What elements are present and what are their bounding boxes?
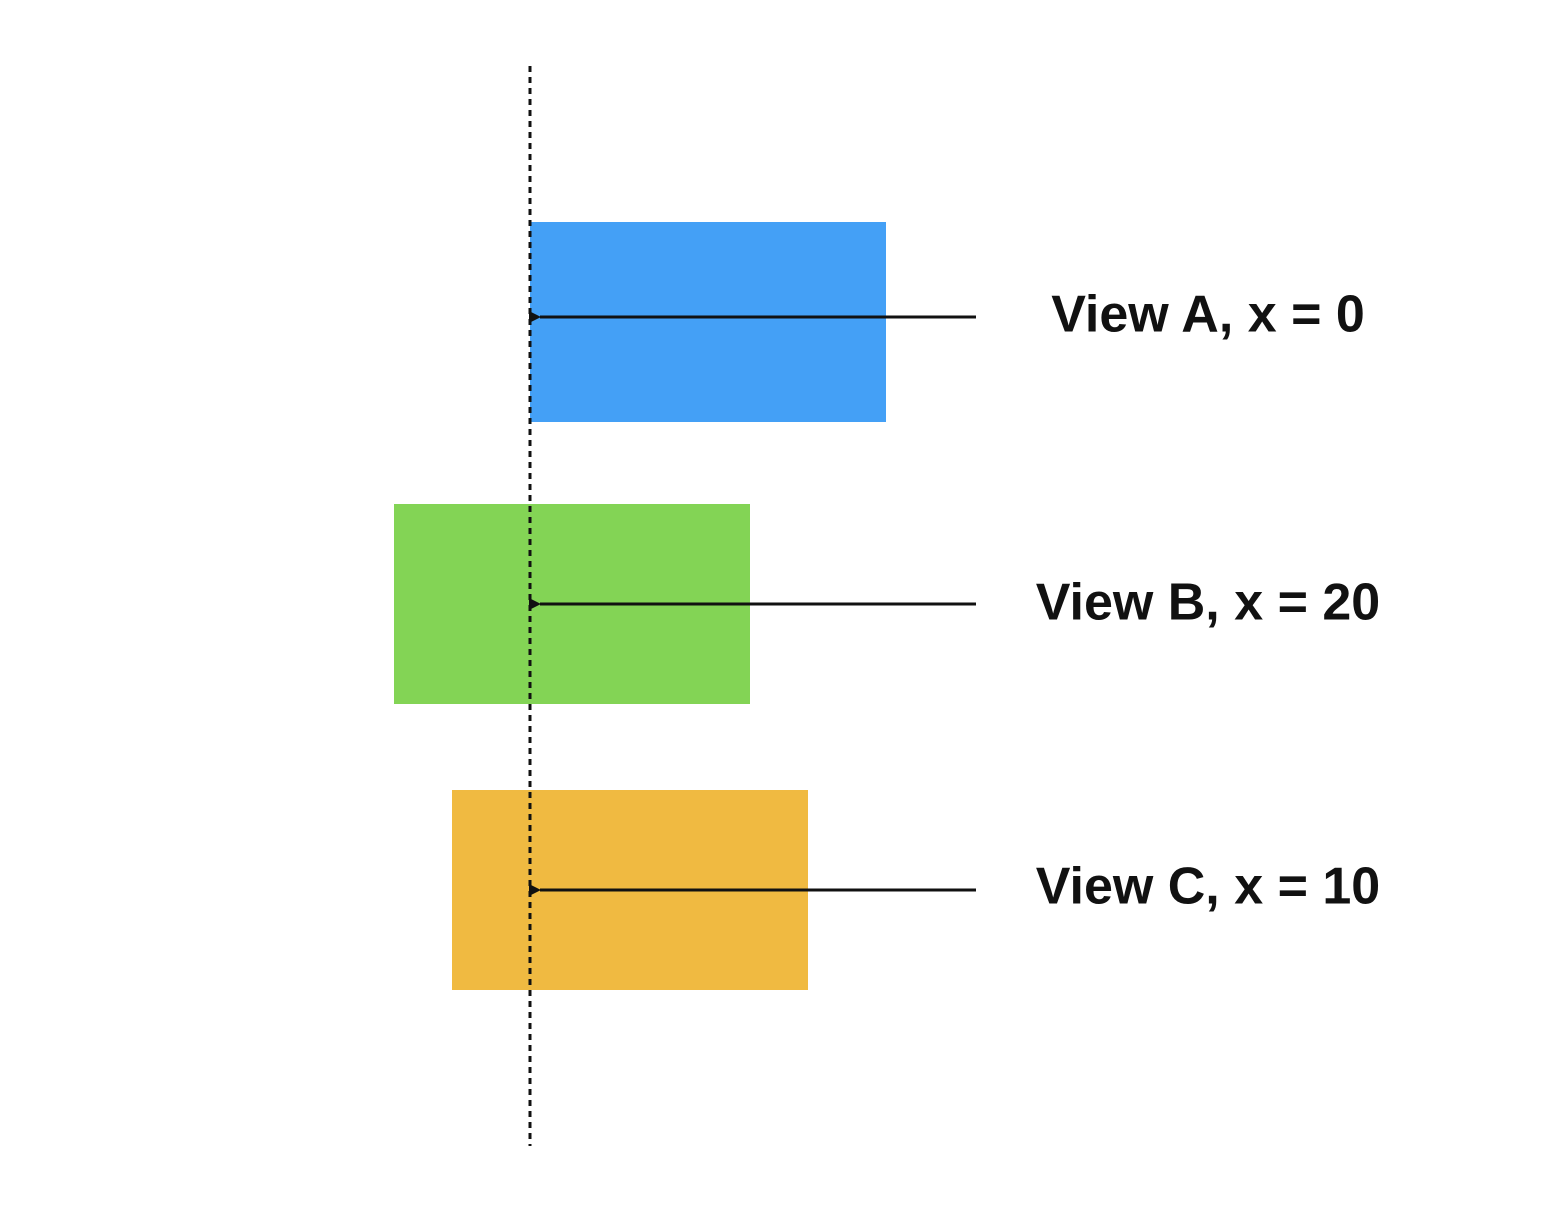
view-a-group bbox=[530, 222, 886, 422]
view-a-label: View A, x = 0 bbox=[1051, 286, 1365, 344]
view-b-label: View B, x = 20 bbox=[1036, 574, 1380, 632]
view-c-label: View C, x = 10 bbox=[1036, 858, 1380, 916]
view-a-box bbox=[530, 222, 886, 422]
